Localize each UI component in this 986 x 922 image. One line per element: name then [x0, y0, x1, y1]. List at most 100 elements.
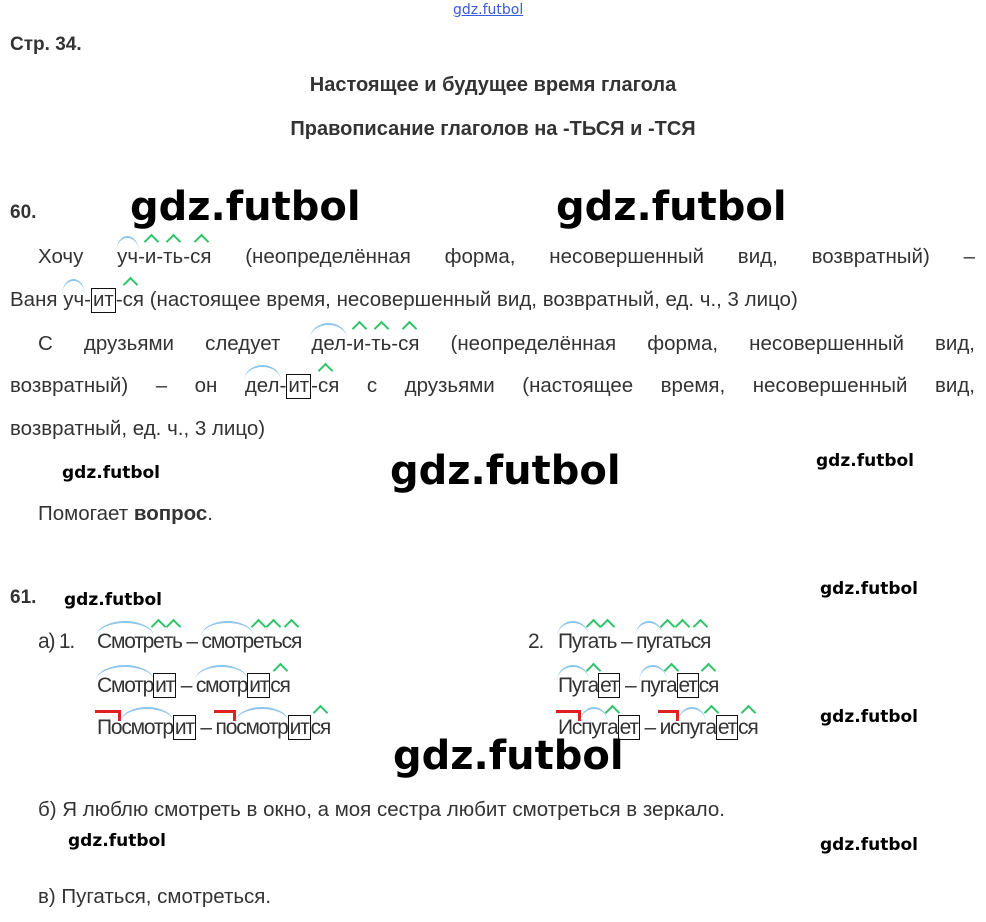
ending: ет — [617, 715, 640, 741]
text: - — [279, 374, 287, 397]
suffix: и — [352, 332, 365, 355]
postfix: -ся — [115, 288, 144, 311]
text: - — [364, 332, 372, 355]
root: Смотр — [95, 665, 154, 697]
text: - — [183, 245, 191, 268]
root: Смотр — [95, 621, 154, 653]
ex61-b: б) Я люблю смотреть в окно, а моя сестра… — [38, 798, 725, 821]
suffix: и — [144, 245, 157, 268]
postfix: ся — [270, 674, 291, 697]
prefix: Ис — [555, 710, 582, 739]
prefix: по — [213, 710, 237, 739]
ex61-col1-row2: Смотрит – смотрится — [95, 665, 291, 699]
ending: ит — [287, 715, 311, 741]
text: – — [181, 630, 202, 653]
root: смотр — [120, 707, 175, 739]
ending: ит — [247, 673, 271, 699]
prefix: ис — [657, 710, 681, 739]
root: смотр — [235, 707, 290, 739]
ex60-line-2: Ваня уч-ит-ся (настоящее время, несоверш… — [10, 279, 798, 313]
text: – — [176, 674, 196, 697]
text: Хочу — [38, 245, 118, 268]
watermark: gdz.futbol — [68, 831, 166, 851]
root: пуг — [580, 707, 608, 739]
text: С друзьями следует — [38, 332, 312, 355]
text: Ваня — [10, 288, 64, 311]
suffix: ся — [190, 245, 212, 268]
watermark: gdz.futbol — [64, 590, 162, 610]
root: смотр — [194, 665, 249, 697]
watermark: gdz.futbol — [820, 707, 918, 727]
watermark: gdz.futbol — [62, 463, 160, 483]
suffix: ть — [598, 630, 617, 653]
suffix: е — [153, 630, 165, 653]
exercise-60-number: 60. — [10, 202, 37, 223]
suffix: е — [252, 630, 265, 653]
ending: ет — [598, 673, 621, 699]
ex60-line-4: возвратный) – он дел-ит-ся с друзьями (н… — [10, 365, 975, 399]
bold-word: вопрос — [133, 502, 208, 525]
ending: ит — [286, 374, 312, 399]
postfix: -ся — [311, 374, 340, 397]
text: (неопределённая форма, несовершенный вид… — [419, 332, 975, 355]
suffix: ть — [371, 332, 392, 355]
watermark: gdz.futbol — [556, 184, 787, 230]
watermark: gdz.futbol — [393, 733, 624, 779]
ex61-a-label: а) 1. — [38, 630, 75, 653]
text: (неопределённая форма, несовершенный вид… — [211, 245, 975, 268]
suffix: а — [666, 674, 678, 697]
ex61-col2-row2: Пугает – пугается — [557, 665, 720, 699]
text: - — [156, 245, 164, 268]
text: - — [346, 332, 353, 355]
ex60-hint: Помогает вопрос. — [38, 502, 213, 526]
text: возвратный) – он — [10, 374, 245, 397]
ex61-c: в) Пугаться, смотреться. — [38, 885, 272, 908]
ex61-col2-row3: Испугает – испугается — [555, 707, 759, 741]
postfix: ся — [738, 716, 759, 739]
suffix: ся — [690, 630, 712, 653]
text: с друзьями (настоящее время, несовершенн… — [339, 374, 975, 397]
section-title: Настоящее и будущее время глагола — [309, 74, 677, 96]
ending: ит — [172, 715, 196, 741]
text: – — [616, 630, 637, 653]
root: Пуг — [557, 665, 589, 697]
root: Пуг — [557, 621, 589, 653]
watermark: gdz.futbol — [820, 579, 918, 599]
exercise-61-number: 61. — [10, 587, 37, 608]
section-subtitle: Правописание глаголов на -ТЬСЯ и -ТСЯ — [290, 118, 696, 140]
root: пуг — [678, 707, 707, 739]
ex60-line-1: Хочу уч-и-ть-ся (неопределённая форма, н… — [38, 236, 975, 269]
watermark: gdz.futbol — [820, 835, 918, 855]
suffix: ть — [163, 630, 183, 653]
watermark: gdz.futbol — [816, 451, 914, 471]
ex61-col2-row1: Пугать – пугаться — [557, 621, 712, 654]
ex61-col1-row1: Смотреть – смотреться — [95, 621, 302, 654]
suffix: а — [607, 716, 619, 739]
suffix: ся — [398, 332, 420, 355]
ending: ит — [153, 673, 177, 699]
ending: ет — [676, 673, 699, 699]
postfix: ся — [698, 674, 720, 697]
ending: ит — [90, 288, 116, 313]
root: уч — [116, 236, 139, 268]
suffix: а — [587, 630, 600, 653]
text: – — [620, 674, 641, 697]
text: - — [391, 332, 399, 355]
root: пуг — [639, 665, 667, 697]
root: смотр — [200, 621, 255, 653]
ex60-line-5: возвратный, ед. ч., 3 лицо) — [10, 417, 266, 440]
postfix: ся — [310, 716, 332, 739]
text: . — [207, 502, 213, 525]
ending: ет — [715, 715, 739, 741]
watermark-link[interactable]: gdz.futbol — [453, 2, 524, 18]
text: – — [639, 716, 660, 739]
root: дел — [243, 365, 281, 397]
suffix: ть — [672, 630, 691, 653]
text: (настоящее время, несовершенный вид, воз… — [144, 288, 798, 311]
text: - — [84, 288, 91, 311]
ex61-b-label: 2. — [528, 630, 544, 653]
prefix: По — [94, 710, 123, 739]
suffix: а — [662, 630, 674, 653]
suffix: а — [705, 716, 717, 739]
